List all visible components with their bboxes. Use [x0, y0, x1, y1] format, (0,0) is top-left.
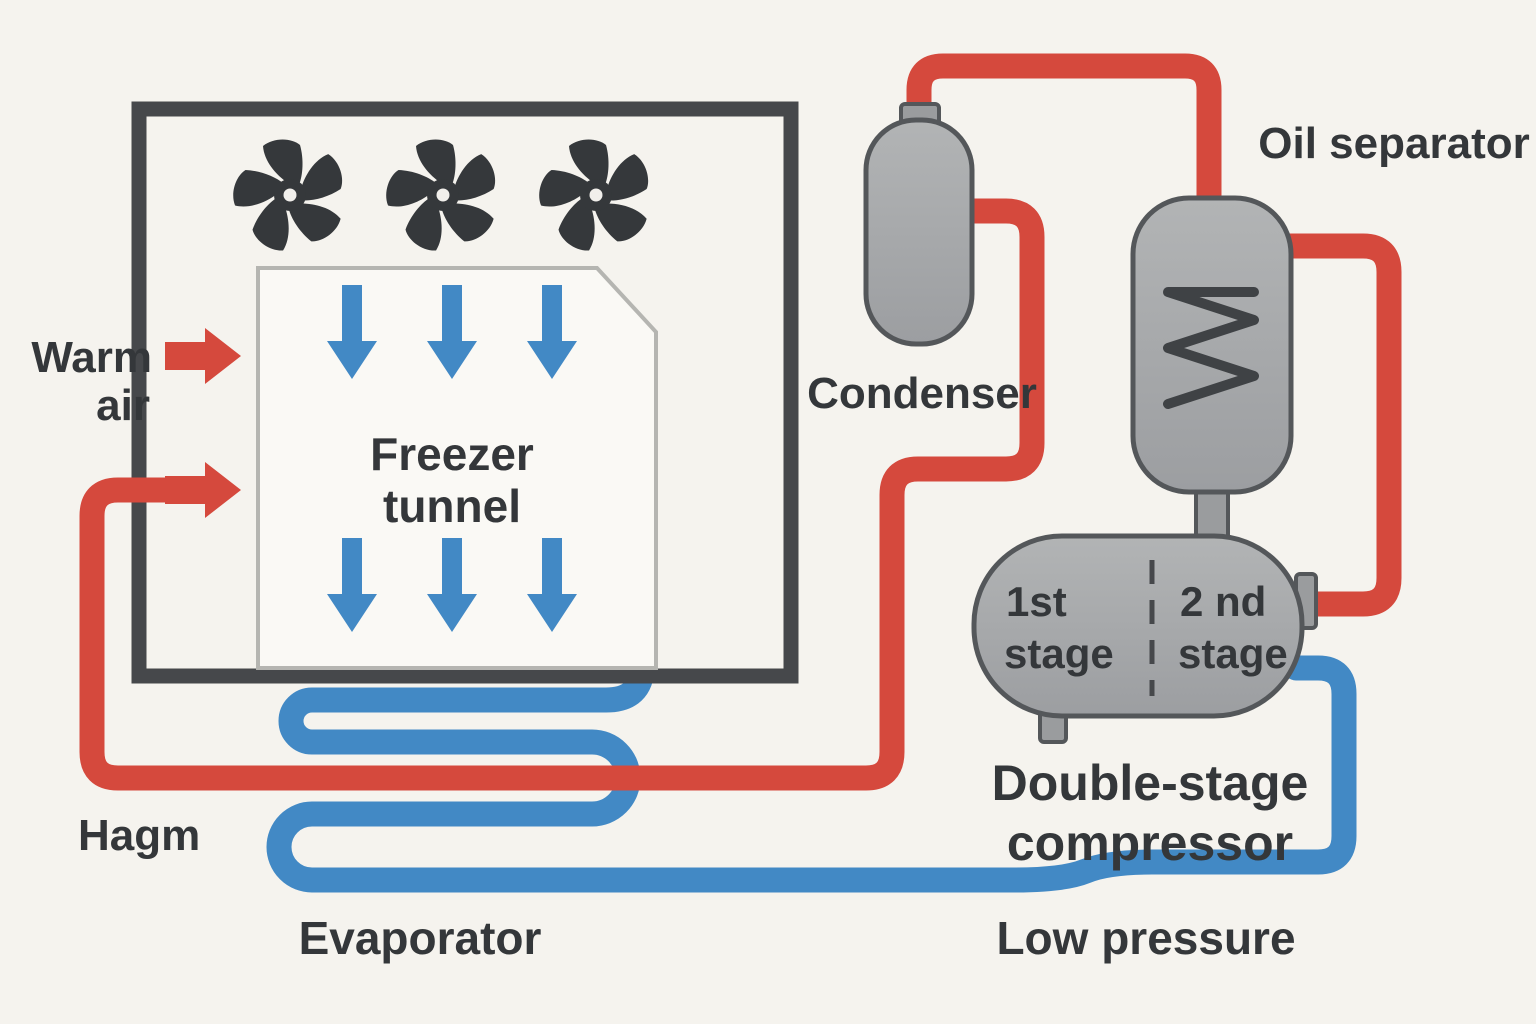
condenser-vessel: [863, 102, 975, 347]
stage1-label-line1: 1st: [1006, 578, 1067, 625]
oil-separator-label: Oil separator: [1258, 119, 1529, 168]
freezer-tunnel-label-line1: Freezer: [370, 428, 534, 480]
compressor-body: [971, 533, 1305, 719]
hagm-label: Hagm: [78, 811, 200, 860]
freezer-tunnel-label-line2: tunnel: [383, 480, 521, 532]
warm-air-label-line1: Warm: [31, 333, 152, 382]
compressor-label-line2: compressor: [1007, 815, 1293, 871]
stage2-label-line2: stage: [1178, 630, 1288, 677]
compressor-vessel: 1st stage 2 nd stage: [971, 533, 1318, 744]
hot-pipe-condenser-to-separator: [906, 53, 1222, 225]
condenser-body: [863, 117, 975, 347]
oil-separator-vessel: [1130, 195, 1294, 544]
stage2-label-line1: 2 nd: [1180, 578, 1266, 625]
freezer-tunnel-wall: [131, 101, 799, 684]
oil-separator-coil-icon: [1163, 287, 1259, 409]
evaporator-label: Evaporator: [299, 912, 542, 964]
cold-pipe-evaporator-to-compressor: [266, 651, 1357, 893]
oil-separator-body: [1130, 195, 1294, 495]
compressor-label-line1: Double-stage: [992, 755, 1309, 811]
warm-air-label-line2: air: [96, 381, 150, 430]
stage1-label-line2: stage: [1004, 630, 1114, 677]
hot-pipe-condenser-to-tunnel: [79, 198, 1045, 791]
hot-pipe-separator-to-compressor: [1269, 233, 1402, 617]
low-pressure-label: Low pressure: [996, 912, 1295, 964]
condenser-label: Condenser: [807, 369, 1037, 418]
freezer-tunnel: Freezer tunnel: [131, 101, 799, 684]
